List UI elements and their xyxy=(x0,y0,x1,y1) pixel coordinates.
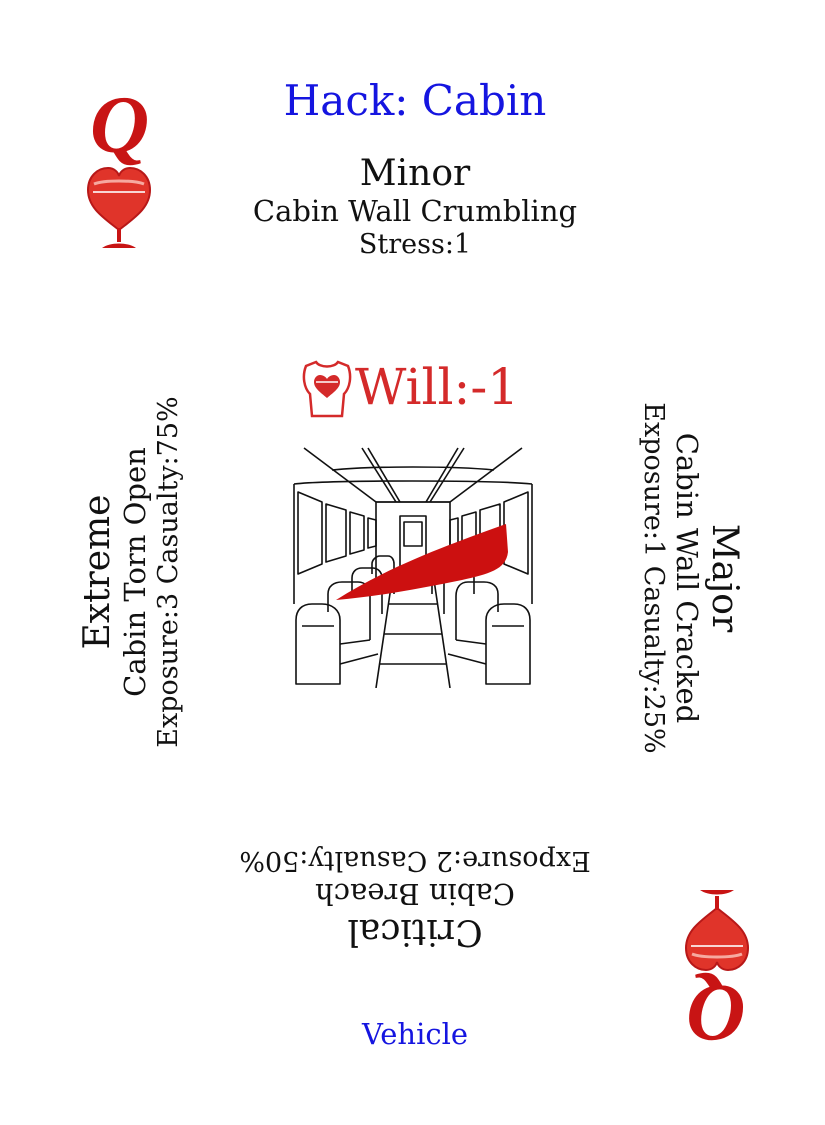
severity-name: Major xyxy=(704,523,745,633)
torso-heart-icon xyxy=(302,360,352,418)
severity-stat: Exposure:3 Casualty:75% xyxy=(153,396,184,748)
severity-name: Extreme xyxy=(77,494,118,650)
severity-name: Critical xyxy=(347,911,483,952)
severity-critical: Critical Cabin Breach Exposure:2 Casualt… xyxy=(210,842,620,952)
train-cabin-illustration xyxy=(293,447,533,688)
card-title: Hack: Cabin xyxy=(283,76,547,125)
breach-crack xyxy=(336,524,508,600)
will-stat: Will:-1 xyxy=(355,358,520,416)
card-category: Vehicle xyxy=(361,1017,469,1051)
severity-minor: Minor Cabin Wall Crumbling Stress:1 xyxy=(215,156,615,263)
severity-desc: Cabin Wall Crumbling xyxy=(252,194,578,228)
severity-desc: Cabin Breach xyxy=(315,877,515,911)
severity-name: Minor xyxy=(359,153,471,194)
severity-stat: Exposure:2 Casualty:50% xyxy=(239,845,591,876)
heart-icon xyxy=(684,890,750,972)
severity-desc: Cabin Wall Cracked xyxy=(670,432,704,724)
corner-index-bottom: Q xyxy=(676,878,752,1059)
card-rank-top: Q xyxy=(90,79,150,170)
heart-icon xyxy=(86,166,152,248)
severity-desc: Cabin Torn Open xyxy=(118,447,152,697)
severity-stat: Stress:1 xyxy=(358,229,472,260)
severity-stat: Exposure:1 Casualty:25% xyxy=(638,402,669,754)
